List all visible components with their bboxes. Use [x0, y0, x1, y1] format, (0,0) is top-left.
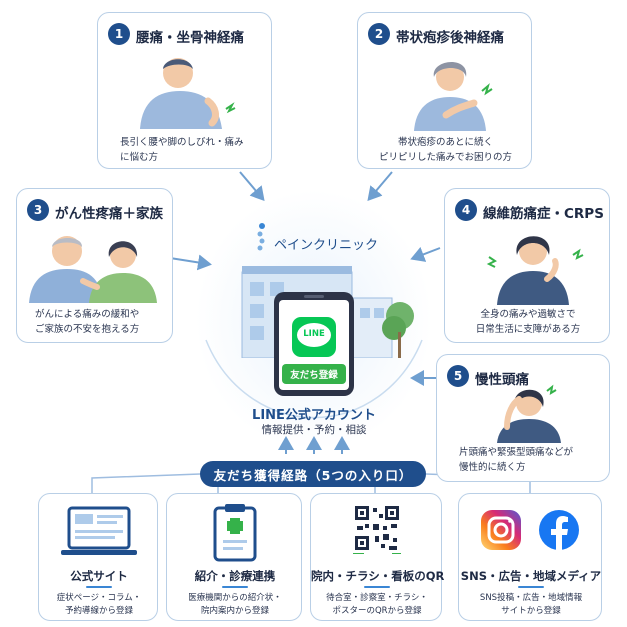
- account-subtitle: 情報提供・予約・相談: [261, 424, 367, 436]
- route-desc-line-2: 予約導線から登録: [64, 606, 133, 616]
- condition-desc-line-1: 片頭痛や緊張型頭痛などが: [459, 447, 574, 458]
- condition-number: 1: [108, 23, 130, 45]
- route-desc-line-1: 医療機関からの紹介状・: [188, 593, 282, 603]
- condition-title: がん性疼痛＋家族: [55, 206, 163, 222]
- route-line-1: [91, 473, 201, 493]
- headache-person-icon: [497, 384, 561, 443]
- condition-desc-line-1: 長引く腰や脚のしびれ・痛み: [120, 137, 244, 148]
- condition-desc-line-2: 日常生活に支障がある方: [475, 324, 581, 335]
- spine-icon: [257, 223, 265, 251]
- condition-card-1: 1 腰痛・坐骨神経痛 長引く腰や脚のしびれ・痛み に悩む方: [97, 12, 272, 169]
- route-card-3: 院内・チラシ・看板のQR 待合室・診察室・チラシ・ ポスターのQRから登録: [310, 493, 445, 621]
- arrow-3: [169, 254, 212, 271]
- clinic-name: ペインクリニック: [274, 238, 379, 253]
- arrow-4: [410, 246, 441, 262]
- condition-desc-line-2: ピリピリした痛みでお困りの方: [378, 152, 512, 163]
- condition-title: 腰痛・坐骨神経痛: [136, 30, 244, 46]
- route-underline: [518, 586, 544, 588]
- condition-title: 線維筋痛症・CRPS: [483, 206, 604, 222]
- condition-number: 5: [447, 365, 469, 387]
- route-card-2: 紹介・診療連携 医療機関からの紹介状・ 院内案内から登録: [166, 493, 302, 621]
- line-app-icon: LINE: [292, 317, 336, 357]
- route-desc-line-2: サイトから登録: [501, 606, 561, 616]
- condition-card-5: 5 慢性頭痛 片頭痛や緊張型頭痛などが 慢性的に続く方: [436, 354, 610, 482]
- route-underline: [222, 586, 248, 588]
- route-desc-line-1: 待合室・診察室・チラシ・: [326, 593, 428, 603]
- whole-body-pain-person-icon: [486, 236, 584, 305]
- route-desc-line-1: SNS投稿・広告・地域情報: [479, 593, 583, 603]
- condition-desc-line-2: に悩む方: [120, 152, 159, 163]
- route-desc-line-2: 院内案内から登録: [200, 606, 269, 616]
- condition-desc-line-2: ご家族の不安を抱える方: [35, 324, 140, 335]
- route-title: 紹介・診療連携: [194, 569, 276, 583]
- laptop-icon: [61, 506, 137, 555]
- instagram-facebook-icon: [481, 510, 579, 550]
- condition-number: 4: [455, 199, 477, 221]
- condition-desc-line-1: 帯状疱疹のあとに続く: [397, 137, 493, 148]
- condition-number: 2: [368, 23, 390, 45]
- account-title: LINE公式アカウント: [252, 408, 376, 423]
- condition-title: 慢性頭痛: [475, 372, 529, 388]
- route-title: 公式サイト: [70, 569, 128, 583]
- arrow-2: [367, 171, 393, 202]
- back-pain-person-icon: [140, 58, 236, 129]
- qr-code-icon: [353, 504, 401, 554]
- route-title: SNS・広告・地域メディア: [460, 569, 602, 583]
- shoulder-pain-person-icon: [414, 61, 493, 131]
- route-card-1: 公式サイト 症状ページ・コラム・ 予約導線から登録: [38, 493, 158, 621]
- route-desc-line-1: 症状ページ・コラム・: [56, 593, 142, 603]
- route-desc-line-2: ポスターのQRから登録: [332, 606, 422, 616]
- clipboard-icon: [213, 504, 257, 562]
- route-title: 院内・チラシ・看板のQR: [311, 569, 445, 583]
- condition-card-2: 2 帯状疱疹後神経痛 帯状疱疹のあとに続く ピリピリした痛みでお困りの方: [357, 12, 532, 169]
- condition-title: 帯状疱疹後神経痛: [396, 30, 504, 46]
- arrow-1: [239, 171, 265, 202]
- condition-number: 3: [27, 199, 49, 221]
- route-card-4: SNS・広告・地域メディア SNS投稿・広告・地域情報 サイトから登録: [458, 493, 602, 621]
- condition-desc-line-1: 全身の痛みや過敏さで: [480, 309, 576, 320]
- center-arc: [205, 339, 423, 419]
- add-friend-button[interactable]: 友だち登録: [282, 364, 346, 384]
- condition-desc-line-2: 慢性的に続く方: [459, 462, 526, 473]
- routes-header: 友だち獲得経路（5つの入り口）: [200, 461, 426, 487]
- patient-and-family-icon: [29, 236, 157, 303]
- route-underline: [364, 586, 390, 588]
- line-logo-text: LINE: [303, 329, 325, 339]
- condition-card-3: 3 がん性疼痛＋家族 がんによる痛みの緩和や ご家族の不安を抱える方: [16, 188, 173, 343]
- condition-desc-line-1: がんによる痛みの緩和や: [35, 309, 140, 320]
- route-underline: [86, 586, 112, 588]
- condition-card-4: 4 線維筋痛症・CRPS 全身の痛みや過敏さで 日常生活に支障がある方: [444, 188, 610, 343]
